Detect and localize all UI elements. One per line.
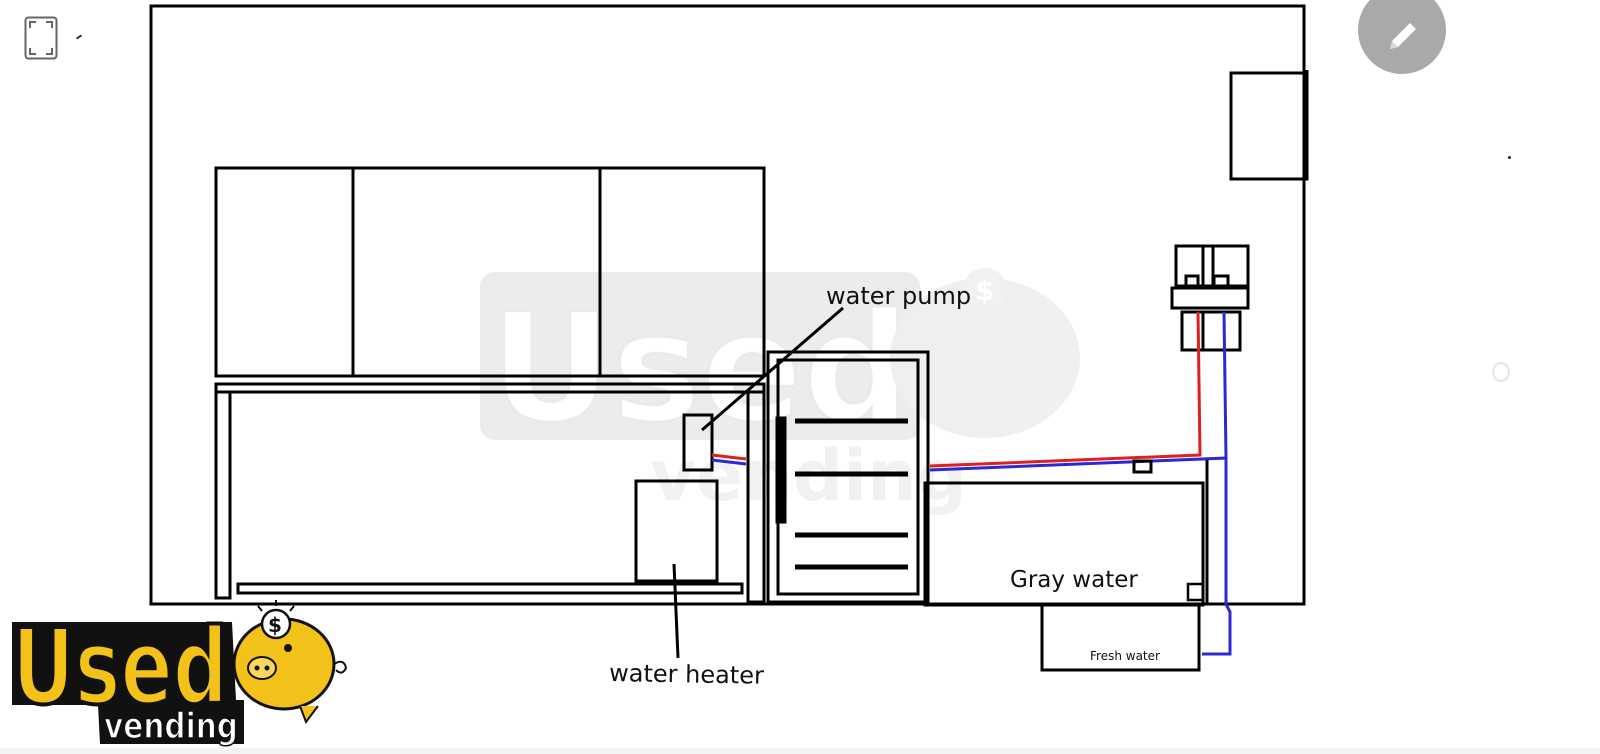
water-heater-leader <box>672 563 680 659</box>
logo-text: Used <box>12 606 228 728</box>
fresh-water-tank <box>1040 603 1201 672</box>
label-water-heater: water heater <box>609 659 764 690</box>
edit-button[interactable] <box>1358 0 1446 74</box>
plumbing-lines <box>929 311 1232 656</box>
water-pump <box>682 413 714 472</box>
logo-subtext: vending <box>104 706 238 747</box>
label-fresh-water: Fresh water <box>1090 649 1160 663</box>
water-pump-leader <box>701 306 844 432</box>
watermark-symbol: $ <box>975 274 994 307</box>
bottom-strip <box>0 748 1600 754</box>
lower-counter <box>214 382 766 604</box>
trailer-wall <box>149 4 1306 606</box>
fullscreen-button[interactable] <box>24 16 58 60</box>
pencil-icon <box>1390 23 1416 49</box>
window <box>1229 71 1309 181</box>
loading-ring-icon <box>1492 362 1510 382</box>
refrigerator <box>766 350 930 604</box>
sink <box>1170 244 1250 352</box>
upper-cabinets <box>214 166 766 378</box>
side-dot <box>1508 156 1511 159</box>
label-water-pump: water pump <box>826 282 971 310</box>
logo-symbol: $ <box>268 613 282 637</box>
usedvending-logo: Used vending $ <box>10 600 348 748</box>
label-gray-water: Gray water <box>1010 567 1138 593</box>
water-heater <box>634 479 719 583</box>
fullscreen-icon <box>24 16 58 60</box>
